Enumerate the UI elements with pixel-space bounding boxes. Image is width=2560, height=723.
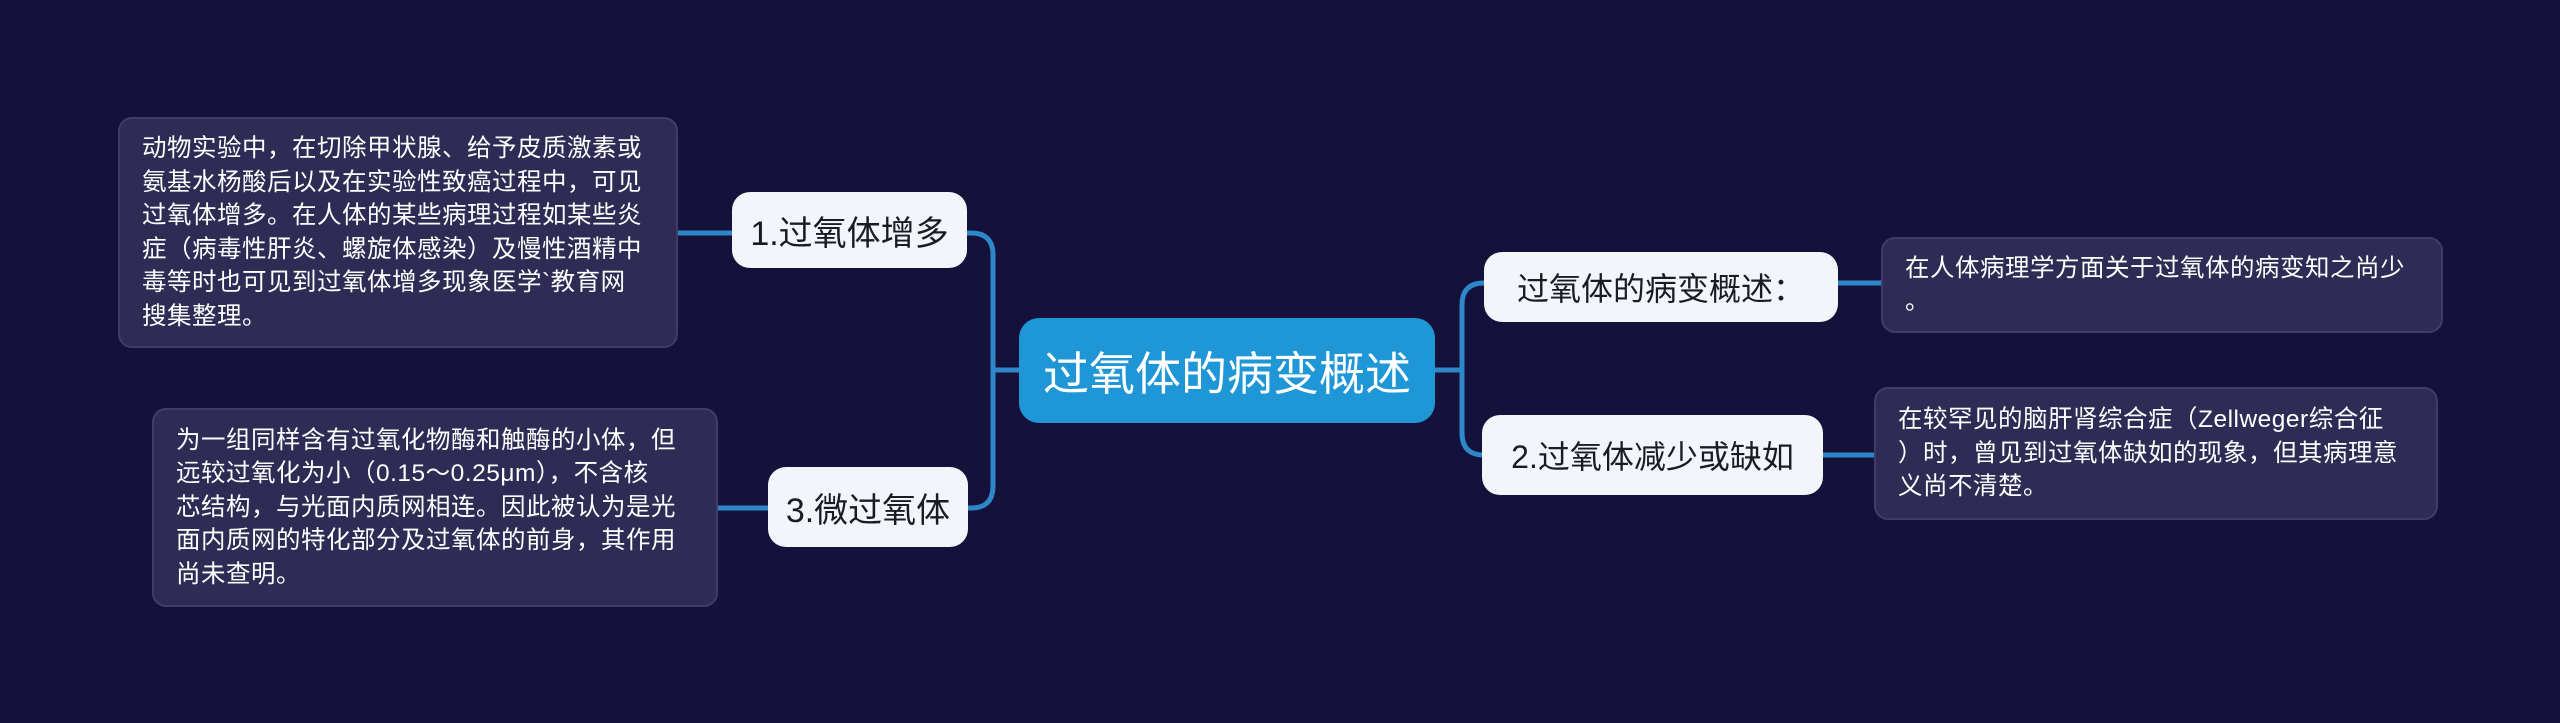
note-peroxisome-increase-detail[interactable]: 动物实验中，在切除甲状腺、给予皮质激素或 氨基水杨酸后以及在实验性致癌过程中，可… [118,117,678,348]
link-left-trunk [963,230,996,511]
node-peroxisome-decrease-or-absence[interactable]: 2.过氧体减少或缺如 [1482,415,1823,495]
node-pathology-overview-label[interactable]: 过氧体的病变概述： [1484,252,1838,322]
root-node-peroxisome-pathology-overview[interactable]: 过氧体的病变概述 [1019,318,1435,423]
note-zellweger-syndrome[interactable]: 在较罕见的脑肝肾综合症（Zellweger综合征 ）时，曾见到过氧体缺如的现象，… [1874,387,2438,520]
node-peroxisome-increase[interactable]: 1.过氧体增多 [732,192,967,268]
note-human-pathology-knowledge[interactable]: 在人体病理学方面关于过氧体的病变知之尚少 。 [1881,237,2443,333]
node-microperoxisome[interactable]: 3.微过氧体 [768,467,968,547]
note-microperoxisome-detail[interactable]: 为一组同样含有过氧化物酶和触酶的小体，但 远较过氧化为小（0.15～0.25μm… [152,408,718,607]
